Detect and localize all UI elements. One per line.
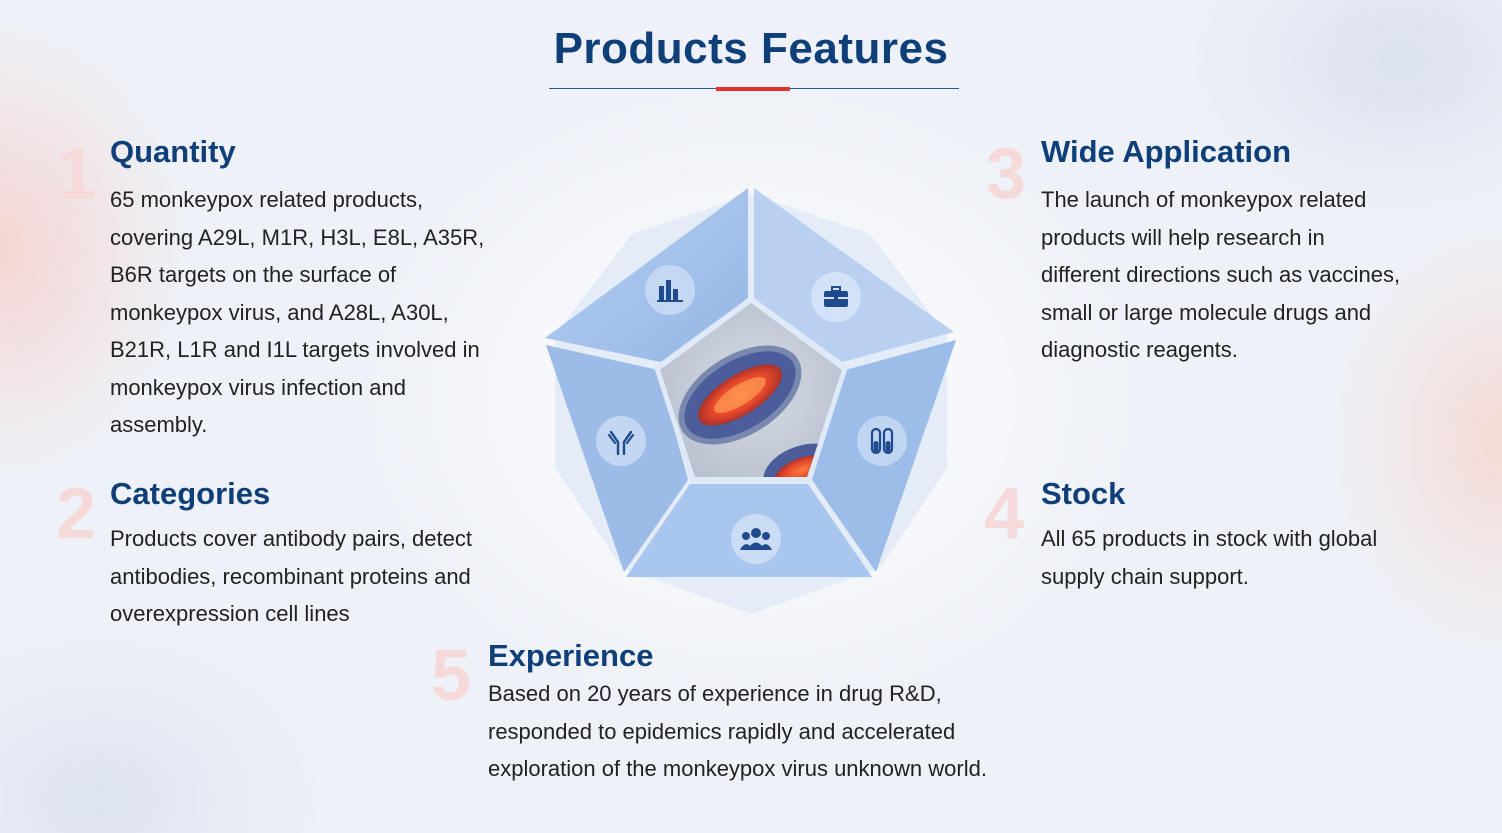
description-line: supply chain support. — [1041, 563, 1249, 589]
icon-circle-briefcase — [811, 272, 861, 322]
feature-number: 4 — [984, 474, 1025, 554]
description-line: monkeypox virus infection and — [110, 374, 406, 400]
description-line: covering A29L, M1R, H3L, E8L, A35R, — [110, 224, 485, 250]
description-line: antibodies, recombinant proteins and — [110, 563, 471, 589]
panel-top-left — [545, 188, 748, 362]
description-line: diagnostic reagents. — [1041, 337, 1238, 362]
feature-heading: Experience — [488, 638, 654, 673]
feature-number: 1 — [56, 134, 97, 214]
pentagon-diagram — [540, 180, 966, 620]
title-accent-bar — [716, 87, 790, 91]
feature-heading: Stock — [1041, 476, 1126, 511]
feature-heading: Quantity — [110, 134, 236, 169]
description-line: All 65 products in stock with global — [1041, 526, 1378, 551]
description-line: overexpression cell lines — [110, 601, 350, 626]
description-line: Based on 20 years of experience in drug … — [488, 681, 942, 706]
feature-number: 5 — [431, 636, 472, 716]
feature-number: 3 — [986, 134, 1027, 214]
feature-heading: Wide Application — [1041, 134, 1292, 169]
description-line: small or large molecule drugs and — [1041, 299, 1372, 325]
description-line: assembly. — [110, 412, 208, 437]
description-line: products will help research in — [1041, 224, 1325, 250]
description-line: The launch of monkeypox related — [1041, 187, 1367, 212]
description-line: exploration of the monkeypox virus unkno… — [488, 756, 987, 781]
description-line: B21R, L1R and I1L targets involved in — [110, 337, 480, 362]
test-tubes-icon — [870, 427, 894, 455]
page-title: Products Features — [553, 24, 949, 73]
feature-description: The launch of monkeypox related products… — [1041, 181, 1481, 369]
icon-circle-antibody — [596, 416, 646, 466]
icon-circle-test-tubes — [857, 416, 907, 466]
feature-description: All 65 products in stock with global sup… — [1041, 520, 1481, 595]
people-icon — [740, 528, 772, 550]
bar-chart-icon — [657, 280, 683, 302]
feature-description: Products cover antibody pairs, detect an… — [110, 520, 540, 633]
description-line: Products cover antibody pairs, detect — [110, 526, 472, 551]
icon-circle-bar-chart — [645, 265, 695, 315]
description-line: responded to epidemics rapidly and accel… — [488, 718, 956, 744]
feature-description: Based on 20 years of experience in drug … — [488, 675, 1048, 788]
feature-description: 65 monkeypox related products, covering … — [110, 181, 530, 444]
description-line: monkeypox virus, and A28L, A30L, — [110, 299, 449, 325]
briefcase-icon — [824, 286, 848, 307]
panel-top-right — [754, 188, 954, 362]
description-line: 65 monkeypox related products, — [110, 187, 424, 212]
feature-heading: Categories — [110, 476, 271, 511]
description-line: B6R targets on the surface of — [110, 262, 397, 287]
description-line: different directions such as vaccines, — [1041, 262, 1401, 287]
antibody-icon — [608, 430, 634, 455]
feature-number: 2 — [56, 474, 97, 554]
icon-circle-people — [731, 514, 781, 564]
